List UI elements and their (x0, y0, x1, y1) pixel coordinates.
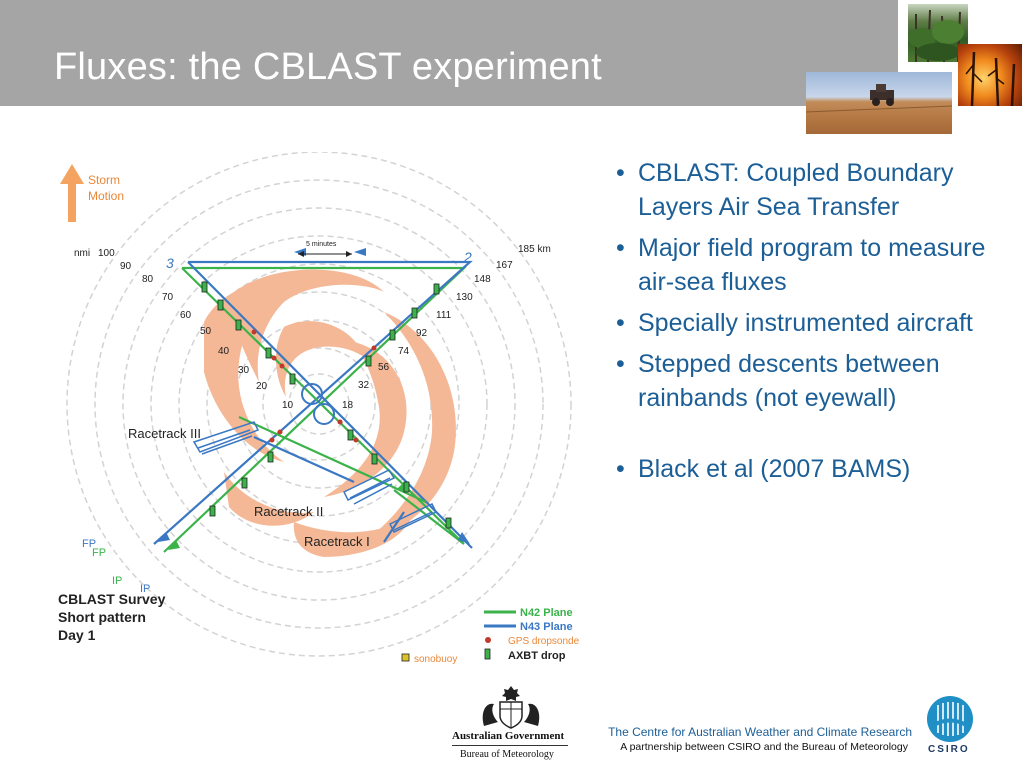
waypoint-2: 2 (463, 249, 472, 265)
bushfire-photo (958, 44, 1022, 106)
storm-motion-label-2: Motion (88, 189, 124, 203)
svg-text:20: 20 (256, 381, 268, 392)
bullet-list: •CBLAST: Coupled Boundary Layers Air Sea… (616, 156, 1016, 493)
fp-label-n42: FP (92, 547, 106, 559)
csiro-wordmark: CSIRO (928, 744, 970, 755)
bullet-item: •CBLAST: Coupled Boundary Layers Air Sea… (616, 159, 954, 221)
svg-text:148: 148 (474, 274, 491, 285)
rainbands (204, 269, 456, 557)
legend-n42: N42 Plane (520, 607, 573, 619)
svg-text:40: 40 (218, 346, 230, 357)
nmi-tick-labels: 100 90 80 70 60 50 40 30 20 10 (98, 248, 294, 411)
bullet-item: •Major field program to measure air-sea … (616, 234, 986, 296)
slide-title: Fluxes: the CBLAST experiment (54, 46, 602, 88)
svg-text:10: 10 (282, 400, 294, 411)
svg-text:80: 80 (142, 274, 154, 285)
bullet-item: •Specially instrumented aircraft (616, 309, 973, 337)
racetrack-2-label: Racetrack II (254, 504, 323, 519)
svg-text:74: 74 (398, 346, 410, 357)
legend: N42 Plane N43 Plane GPS dropsonde AXBT d… (401, 607, 580, 665)
svg-text:100: 100 (98, 248, 115, 259)
unit-nmi: nmi (74, 248, 90, 259)
time-scale-label: 5 minutes (306, 241, 337, 248)
storm-motion-label-1: Storm (88, 173, 120, 187)
svg-text:50: 50 (200, 326, 212, 337)
svg-text:90: 90 (120, 261, 132, 272)
svg-text:30: 30 (238, 365, 250, 376)
survey-label: CBLAST Survey Short pattern Day 1 (58, 591, 166, 643)
csiro-logo-icon (926, 695, 974, 743)
svg-text:32: 32 (358, 380, 370, 391)
field-photo (806, 72, 952, 134)
coat-of-arms-icon (450, 682, 572, 766)
storm-motion-arrow (60, 164, 84, 222)
cawcr-name: The Centre for Australian Weather and Cl… (608, 725, 912, 739)
svg-text:Day 1: Day 1 (58, 627, 96, 643)
ip-label-n43: IP (140, 583, 150, 595)
forest-photo (908, 4, 968, 62)
waypoint-3: 3 (166, 255, 174, 271)
svg-text:111: 111 (436, 310, 452, 321)
svg-text:Short pattern: Short pattern (58, 609, 146, 625)
unit-km: 185 km (518, 244, 551, 255)
svg-text:130: 130 (456, 292, 473, 303)
ip-label-n42: IP (112, 575, 122, 587)
racetrack-3-label: Racetrack III (128, 426, 201, 441)
svg-text:167: 167 (496, 260, 513, 271)
fp-label-n43: FP (82, 538, 96, 550)
title-band (0, 0, 898, 106)
legend-sonobuoy: sonobuoy (414, 654, 457, 665)
legend-gps: GPS dropsonde (508, 636, 580, 647)
legend-n43: N43 Plane (520, 621, 573, 633)
racetrack-1-label: Racetrack I (304, 534, 370, 549)
gov-name: Australian Government (452, 730, 565, 742)
bom-name: Bureau of Meteorology (460, 749, 554, 760)
svg-text:CBLAST Survey: CBLAST Survey (58, 591, 166, 607)
cblast-flight-diagram: Storm Motion nmi 185 km 5 minutes 3 2 10… (54, 151, 598, 672)
divider (452, 745, 568, 746)
racetracks (192, 421, 438, 533)
drop-markers (201, 281, 452, 529)
svg-text:56: 56 (378, 362, 390, 373)
bullet-item: •Stepped descents between rainbands (not… (616, 350, 940, 412)
svg-text:60: 60 (180, 310, 192, 321)
km-tick-labels: 167 148 130 111 92 74 56 32 18 (342, 260, 513, 411)
legend-axbt: AXBT drop (508, 650, 566, 662)
svg-text:70: 70 (162, 292, 174, 303)
eye-markers (301, 383, 335, 425)
svg-text:92: 92 (416, 328, 428, 339)
bullet-item: •Black et al (2007 BAMS) (616, 455, 911, 483)
svg-text:18: 18 (342, 400, 354, 411)
partnership-text: A partnership between CSIRO and the Bure… (620, 741, 908, 753)
